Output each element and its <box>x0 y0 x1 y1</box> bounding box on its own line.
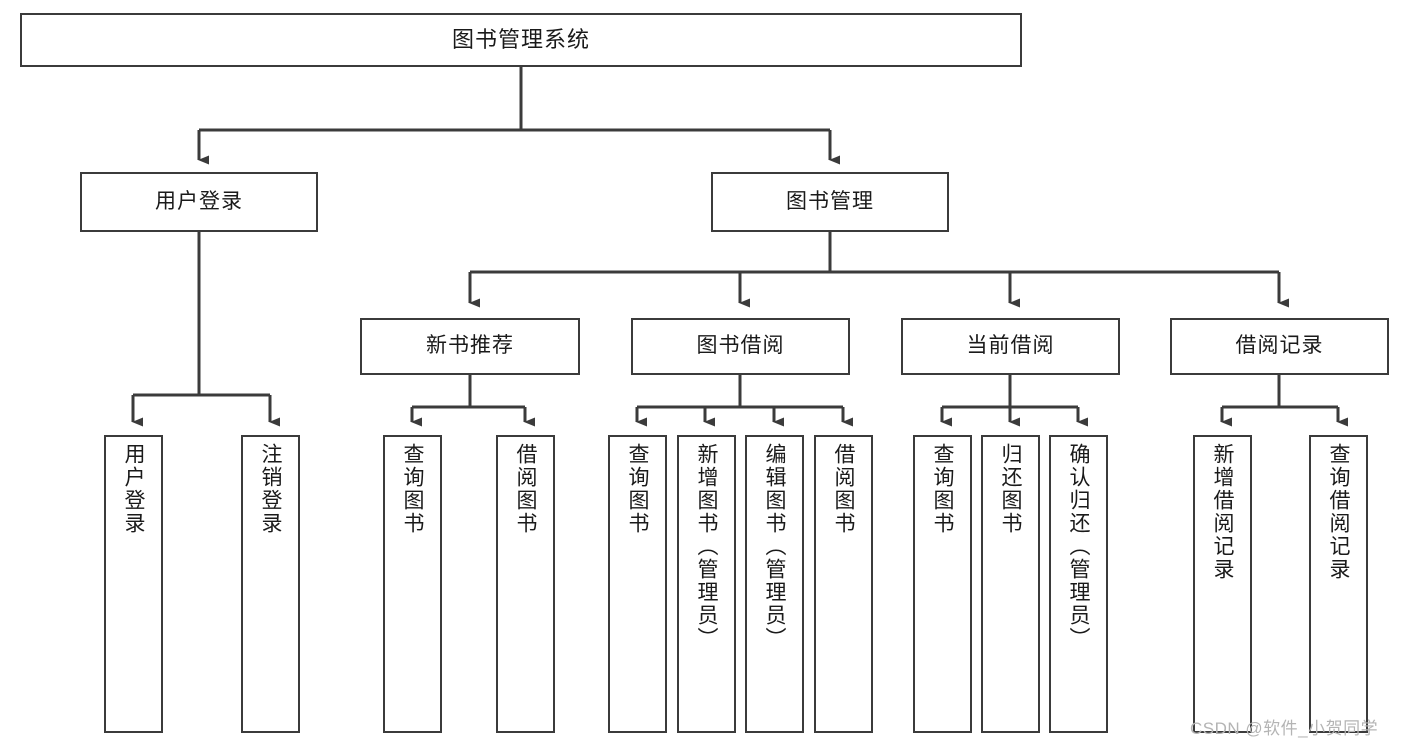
node-root-label: 图书管理系统 <box>451 27 590 53</box>
leaf-query-book-recommend-label: 查询图书 <box>401 443 424 535</box>
leaf-logout[interactable]: 注销登录 <box>241 435 300 733</box>
leaf-user-login-label: 用户登录 <box>122 443 145 535</box>
leaf-confirm-return-admin-label: 确认归还（管理员） <box>1067 443 1090 650</box>
watermark: CSDN @软件_小贺同学 <box>1190 719 1379 738</box>
leaf-query-borrow-record[interactable]: 查询借阅记录 <box>1309 435 1368 733</box>
leaf-query-book-recommend[interactable]: 查询图书 <box>383 435 442 733</box>
node-user-login[interactable]: 用户登录 <box>80 172 318 232</box>
leaf-add-borrow-record-label: 新增借阅记录 <box>1211 443 1234 581</box>
leaf-query-book-borrow-label: 查询图书 <box>626 443 649 535</box>
leaf-return-book-label: 归还图书 <box>999 443 1022 535</box>
node-book-borrow-label: 图书借阅 <box>696 334 785 358</box>
leaf-query-book-current[interactable]: 查询图书 <box>913 435 972 733</box>
leaf-add-book-admin-label: 新增图书（管理员） <box>695 443 718 650</box>
leaf-edit-book-admin[interactable]: 编辑图书（管理员） <box>745 435 804 733</box>
leaf-user-login[interactable]: 用户登录 <box>104 435 163 733</box>
leaf-confirm-return-admin[interactable]: 确认归还（管理员） <box>1049 435 1108 733</box>
node-book-borrow[interactable]: 图书借阅 <box>631 318 850 375</box>
node-root[interactable]: 图书管理系统 <box>20 13 1022 67</box>
node-borrow-records[interactable]: 借阅记录 <box>1170 318 1389 375</box>
leaf-edit-book-admin-label: 编辑图书（管理员） <box>763 443 786 650</box>
node-new-book-recommend[interactable]: 新书推荐 <box>360 318 580 375</box>
leaf-borrow-book-recommend[interactable]: 借阅图书 <box>496 435 555 733</box>
node-current-borrow[interactable]: 当前借阅 <box>901 318 1120 375</box>
leaf-return-book[interactable]: 归还图书 <box>981 435 1040 733</box>
node-book-management[interactable]: 图书管理 <box>711 172 949 232</box>
node-current-borrow-label: 当前借阅 <box>966 334 1055 358</box>
leaf-borrow-book-recommend-label: 借阅图书 <box>514 443 537 535</box>
leaf-add-borrow-record[interactable]: 新增借阅记录 <box>1193 435 1252 733</box>
leaf-logout-label: 注销登录 <box>259 443 282 535</box>
node-book-management-label: 图书管理 <box>786 189 874 213</box>
node-borrow-records-label: 借阅记录 <box>1235 334 1324 358</box>
leaf-query-borrow-record-label: 查询借阅记录 <box>1327 443 1350 581</box>
leaf-query-book-current-label: 查询图书 <box>931 443 954 535</box>
leaf-borrow-book[interactable]: 借阅图书 <box>814 435 873 733</box>
node-user-login-label: 用户登录 <box>155 189 243 213</box>
node-new-book-recommend-label: 新书推荐 <box>426 334 514 358</box>
leaf-add-book-admin[interactable]: 新增图书（管理员） <box>677 435 736 733</box>
leaf-borrow-book-label: 借阅图书 <box>832 443 855 535</box>
leaf-query-book-borrow[interactable]: 查询图书 <box>608 435 667 733</box>
